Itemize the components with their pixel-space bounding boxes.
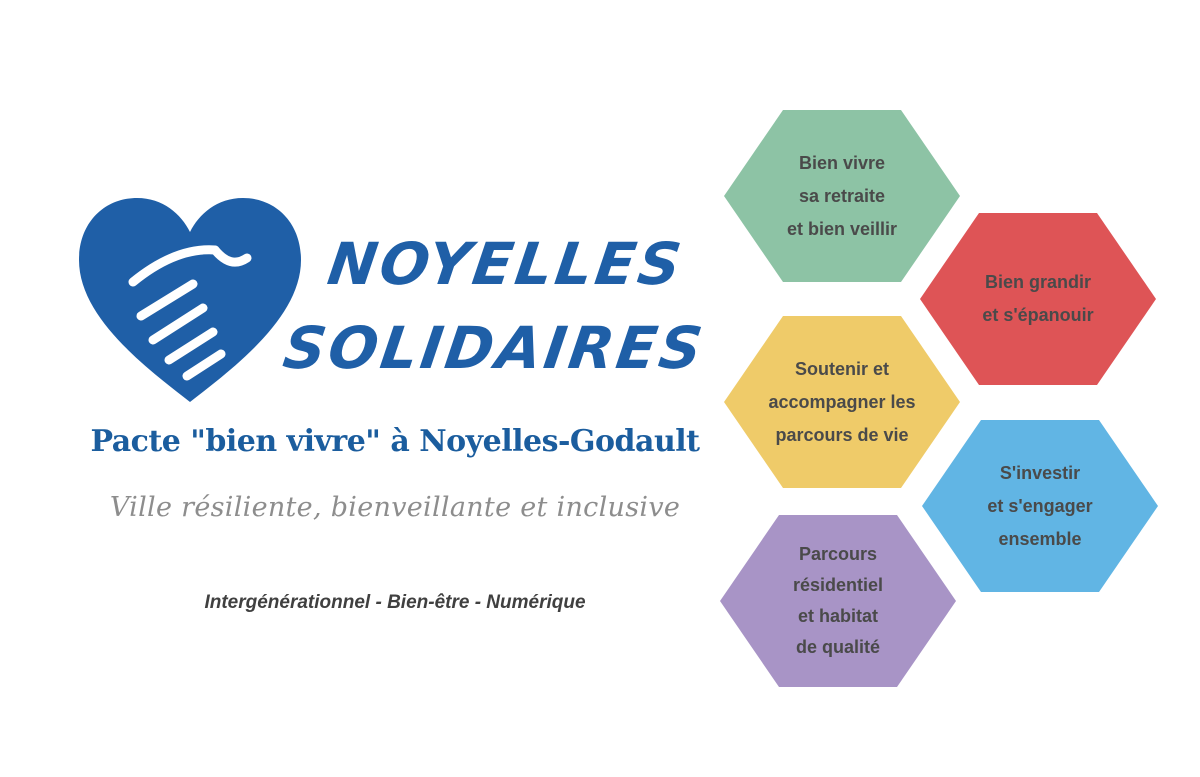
keywords-line: Intergénérationnel - Bien-être - Numériq… xyxy=(204,592,586,613)
hexagon-label: S'investir et s'engager ensemble xyxy=(987,462,1093,549)
hexagon-label: Soutenir et accompagner les parcours de … xyxy=(768,358,916,445)
heart-handshake-icon xyxy=(79,198,301,402)
pacte-tagline: Pacte "bien vivre" à Noyelles-Godault xyxy=(90,424,700,459)
hexagon-label: Bien vivre sa retraite et bien veillir xyxy=(786,152,898,239)
subtitle: Ville résiliente, bienveillante et inclu… xyxy=(109,492,681,523)
hexagon-label: Parcours résidentiel et habitat de quali… xyxy=(792,544,884,657)
brand-title-line2: SOLIDAIRES xyxy=(279,314,710,382)
brand-title: NOYELLES SOLIDAIRES xyxy=(278,222,722,390)
hexagon-bien-vivre-retraite: Bien vivre sa retraite et bien veillir xyxy=(724,110,960,282)
hexagon-label: Bien grandir et s'épanouir xyxy=(982,272,1094,325)
hexagon-bien-grandir: Bien grandir et s'épanouir xyxy=(920,213,1156,385)
hexagon-soutenir-accompagner: Soutenir et accompagner les parcours de … xyxy=(724,316,960,488)
brand-title-line1: NOYELLES xyxy=(323,230,688,298)
hexagon-parcours-residentiel: Parcours résidentiel et habitat de quali… xyxy=(720,515,956,687)
hexagon-s-investir: S'investir et s'engager ensemble xyxy=(922,420,1158,592)
